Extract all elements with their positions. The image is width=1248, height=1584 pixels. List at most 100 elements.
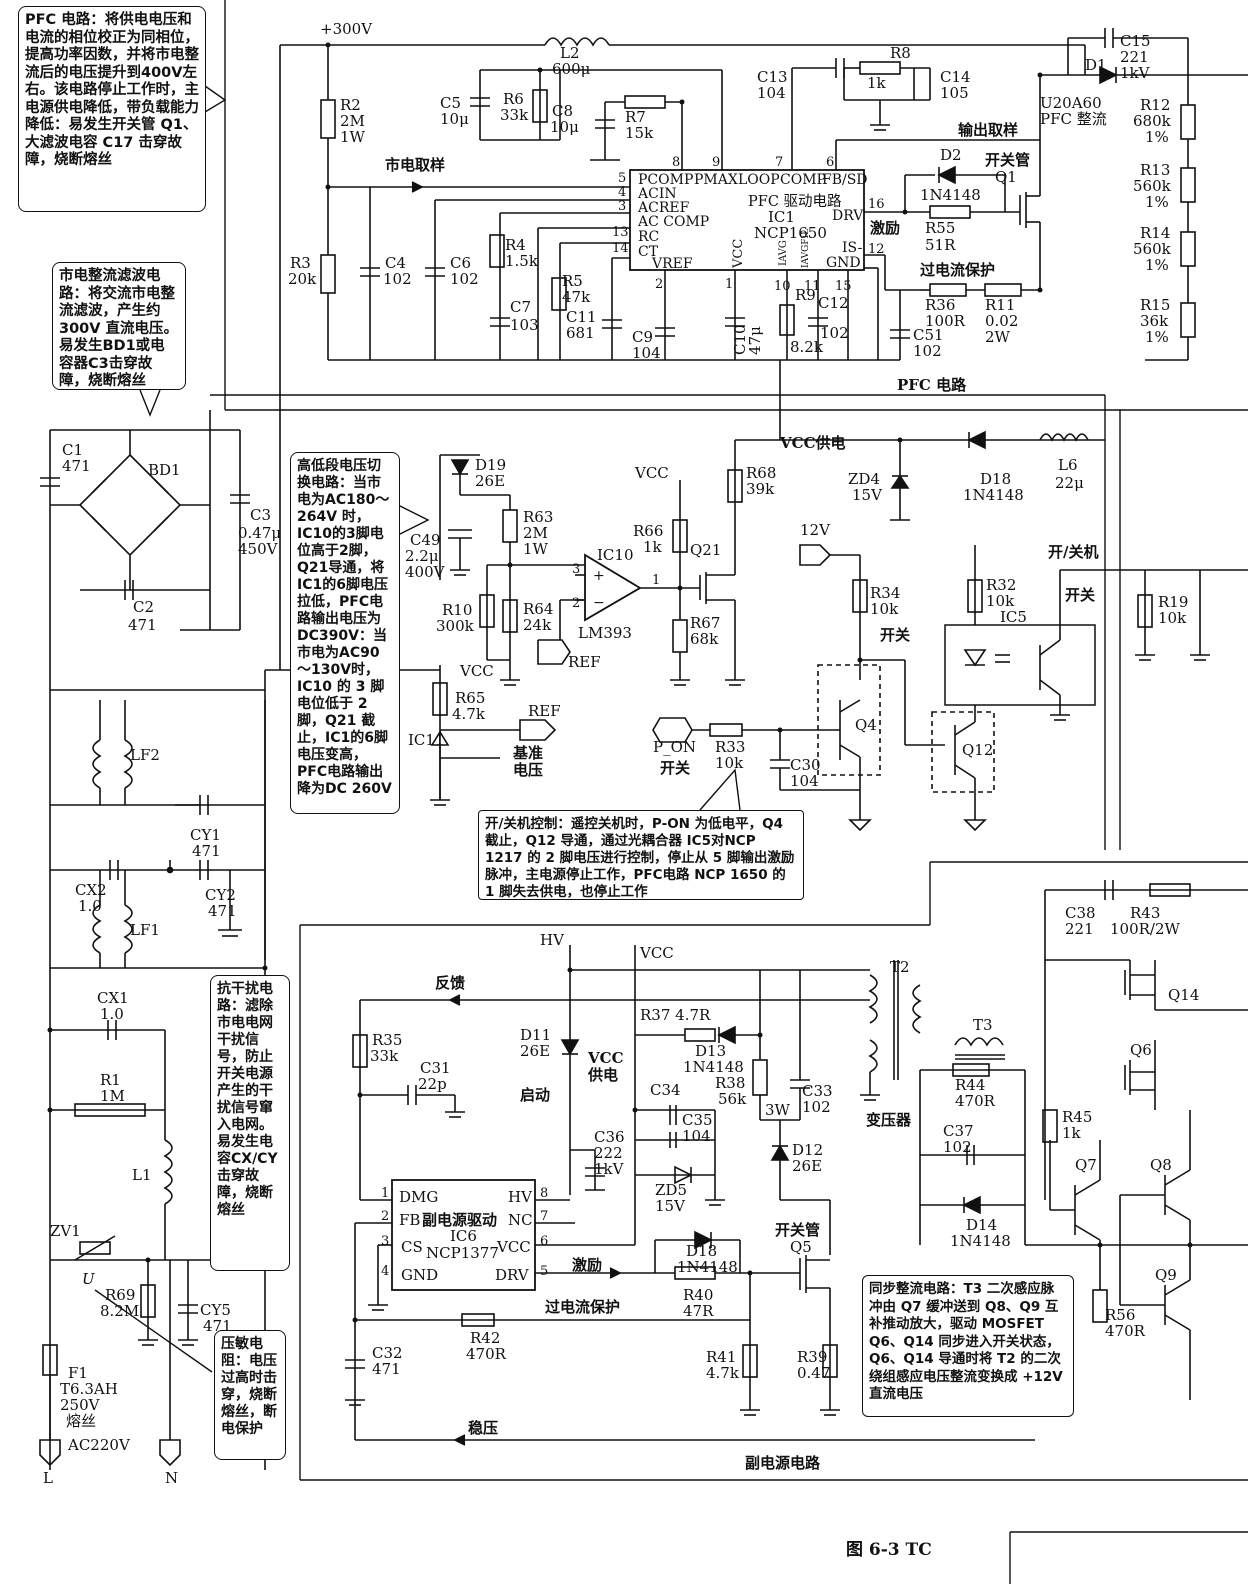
svg-text:2: 2 bbox=[572, 596, 580, 611]
svg-text:102: 102 bbox=[820, 324, 849, 342]
svg-text:DRV: DRV bbox=[832, 208, 864, 224]
svg-text:9: 9 bbox=[712, 155, 720, 170]
svg-text:450V: 450V bbox=[238, 540, 279, 558]
svg-text:10k: 10k bbox=[1158, 609, 1187, 627]
svg-text:22μ: 22μ bbox=[1055, 474, 1084, 492]
svg-text:6: 6 bbox=[540, 1234, 548, 1249]
svg-text:104: 104 bbox=[632, 344, 661, 362]
svg-text:3: 3 bbox=[572, 562, 580, 577]
svg-text:1W: 1W bbox=[523, 540, 549, 558]
svg-text:PMAX: PMAX bbox=[694, 172, 738, 188]
svg-text:R7: R7 bbox=[625, 108, 646, 126]
svg-text:NCP1650: NCP1650 bbox=[754, 224, 827, 242]
svg-text:AC220V: AC220V bbox=[67, 1436, 131, 1454]
svg-text:R35: R35 bbox=[372, 1031, 402, 1049]
svg-text:N: N bbox=[165, 1469, 178, 1487]
svg-text:C15: C15 bbox=[1120, 32, 1151, 50]
svg-text:33k: 33k bbox=[500, 106, 529, 124]
svg-text:ACIN: ACIN bbox=[637, 186, 677, 202]
svg-text:DMG: DMG bbox=[399, 1188, 438, 1206]
svg-text:R12: R12 bbox=[1140, 96, 1170, 114]
svg-text:100R/2W: 100R/2W bbox=[1110, 920, 1181, 938]
svg-text:C1: C1 bbox=[62, 441, 83, 459]
svg-text:8: 8 bbox=[672, 155, 680, 170]
svg-text:10: 10 bbox=[774, 279, 791, 294]
svg-text:5: 5 bbox=[540, 1264, 548, 1279]
svg-text:1M: 1M bbox=[100, 1087, 125, 1105]
svg-text:反馈: 反馈 bbox=[435, 974, 465, 992]
svg-text:1W: 1W bbox=[340, 128, 366, 146]
svg-text:5: 5 bbox=[618, 171, 626, 186]
onoff-wiring bbox=[652, 544, 1248, 832]
svg-text:R34: R34 bbox=[870, 584, 900, 602]
svg-text:R68: R68 bbox=[746, 464, 776, 482]
svg-text:1%: 1% bbox=[1145, 328, 1169, 346]
note-onoff: 开/关机控制：遥控关机时，P-ON 为低电平，Q4 截止，Q12 导通，通过光耦… bbox=[478, 810, 804, 900]
svg-text:221: 221 bbox=[1120, 48, 1149, 66]
svg-text:10k: 10k bbox=[986, 592, 1015, 610]
svg-text:BD1: BD1 bbox=[148, 461, 181, 479]
svg-text:C37: C37 bbox=[943, 1122, 974, 1140]
svg-text:22p: 22p bbox=[418, 1075, 447, 1093]
svg-text:11: 11 bbox=[804, 279, 821, 294]
svg-text:启动: 启动 bbox=[520, 1086, 550, 1104]
svg-text:4.7k: 4.7k bbox=[706, 1364, 740, 1382]
svg-text:222: 222 bbox=[594, 1144, 623, 1162]
svg-text:C14: C14 bbox=[940, 68, 971, 86]
svg-text:激励: 激励 bbox=[572, 1256, 602, 1274]
svg-text:10k: 10k bbox=[715, 754, 744, 772]
svg-text:T6.3AH: T6.3AH bbox=[60, 1380, 118, 1398]
svg-text:10μ: 10μ bbox=[550, 118, 579, 136]
svg-text:4: 4 bbox=[381, 1264, 389, 1279]
svg-text:C6: C6 bbox=[450, 254, 471, 272]
svg-text:R45: R45 bbox=[1062, 1108, 1092, 1126]
svg-text:R66: R66 bbox=[633, 522, 663, 540]
svg-text:市电取样: 市电取样 bbox=[385, 156, 445, 174]
svg-text:4.7k: 4.7k bbox=[452, 705, 486, 723]
svg-text:C49: C49 bbox=[410, 531, 441, 549]
svg-text:R44: R44 bbox=[955, 1076, 985, 1094]
svg-text:+300V: +300V bbox=[320, 20, 373, 38]
svg-text:R2: R2 bbox=[340, 96, 361, 114]
svg-text:NC: NC bbox=[508, 1211, 533, 1229]
svg-text:47μ: 47μ bbox=[746, 326, 764, 355]
svg-text:C32: C32 bbox=[372, 1344, 403, 1362]
figure-caption: 图 6-3 TC bbox=[846, 1540, 932, 1560]
svg-text:R69: R69 bbox=[105, 1286, 135, 1304]
svg-text:470R: 470R bbox=[955, 1092, 996, 1110]
svg-text:VCC: VCC bbox=[459, 662, 494, 680]
aux-wiring bbox=[345, 880, 1248, 1446]
svg-text:D13: D13 bbox=[695, 1042, 726, 1060]
svg-text:C10: C10 bbox=[731, 324, 749, 355]
svg-text:ZD5: ZD5 bbox=[655, 1181, 687, 1199]
svg-text:14: 14 bbox=[612, 241, 629, 256]
svg-text:IAVG: IAVG bbox=[778, 240, 789, 266]
svg-text:Q1: Q1 bbox=[995, 168, 1017, 186]
svg-text:102: 102 bbox=[943, 1138, 972, 1156]
svg-text:HV: HV bbox=[508, 1188, 533, 1206]
svg-text:470R: 470R bbox=[1105, 1322, 1146, 1340]
svg-text:CX1: CX1 bbox=[97, 989, 129, 1007]
svg-text:1kV: 1kV bbox=[1120, 64, 1151, 82]
svg-text:ZV1: ZV1 bbox=[50, 1222, 81, 1240]
svg-text:VCC: VCC bbox=[731, 239, 746, 269]
svg-text:L1: L1 bbox=[132, 1166, 152, 1184]
svg-text:102: 102 bbox=[802, 1098, 831, 1116]
svg-text:ZD4: ZD4 bbox=[848, 470, 880, 488]
svg-text:C36: C36 bbox=[594, 1128, 625, 1146]
svg-text:R19: R19 bbox=[1158, 593, 1188, 611]
svg-text:471: 471 bbox=[128, 616, 157, 634]
svg-text:C4: C4 bbox=[385, 254, 406, 272]
svg-text:R41: R41 bbox=[706, 1348, 736, 1366]
svg-text:Q21: Q21 bbox=[690, 541, 721, 559]
svg-text:R13: R13 bbox=[1140, 161, 1170, 179]
svg-text:Q4: Q4 bbox=[855, 716, 877, 734]
svg-text:10μ: 10μ bbox=[440, 110, 469, 128]
svg-text:C7: C7 bbox=[510, 298, 531, 316]
svg-text:C2: C2 bbox=[133, 598, 154, 616]
svg-text:26E: 26E bbox=[520, 1042, 550, 1060]
svg-text:PFC 驱动电路: PFC 驱动电路 bbox=[748, 193, 842, 210]
svg-text:1.0: 1.0 bbox=[100, 1005, 124, 1023]
svg-text:CX2: CX2 bbox=[75, 881, 107, 899]
svg-text:47R: 47R bbox=[683, 1302, 714, 1320]
